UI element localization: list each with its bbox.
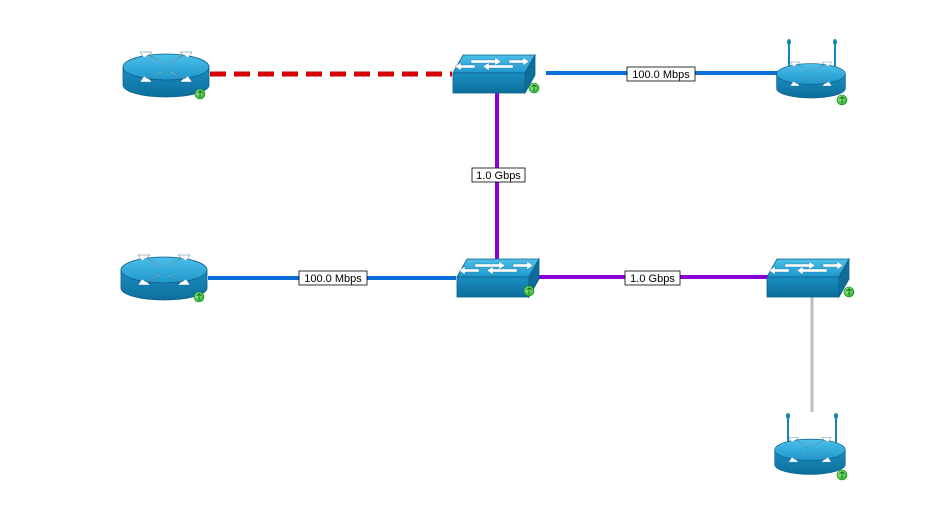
switch-icon[interactable] xyxy=(456,258,540,298)
router-icon[interactable] xyxy=(120,254,208,303)
status-ok-icon xyxy=(528,82,540,94)
link-label-text: 1.0 Gbps xyxy=(476,170,521,182)
link-label-switch1-wireless1: 100.0 Mbps xyxy=(626,66,696,82)
links-layer xyxy=(208,71,814,412)
link-label-text: 1.0 Gbps xyxy=(630,273,675,285)
status-ok-icon xyxy=(193,291,205,303)
status-ok-icon xyxy=(836,94,848,106)
link-label-switch1-switch2: 1.0 Gbps xyxy=(471,167,526,183)
link-label-text: 100.0 Mbps xyxy=(632,69,690,81)
switch-icon[interactable] xyxy=(766,258,855,298)
status-ok-icon xyxy=(843,286,855,298)
link-label-switch2-switch3: 1.0 Gbps xyxy=(624,270,681,286)
status-ok-icon xyxy=(523,285,535,297)
wireless-router-icon[interactable] xyxy=(774,413,848,481)
router-icon[interactable] xyxy=(122,51,210,100)
link-labels: 100.0 Mbps 1.0 Gbps 100.0 Mbps 1.0 Gbps xyxy=(298,66,696,286)
wireless-router-icon[interactable] xyxy=(776,39,848,106)
status-ok-icon xyxy=(194,88,206,100)
link-label-text: 100.0 Mbps xyxy=(304,273,362,285)
switch-icon[interactable] xyxy=(452,54,540,94)
link-label-router2-switch2: 100.0 Mbps xyxy=(298,270,368,286)
status-ok-icon xyxy=(836,469,848,481)
